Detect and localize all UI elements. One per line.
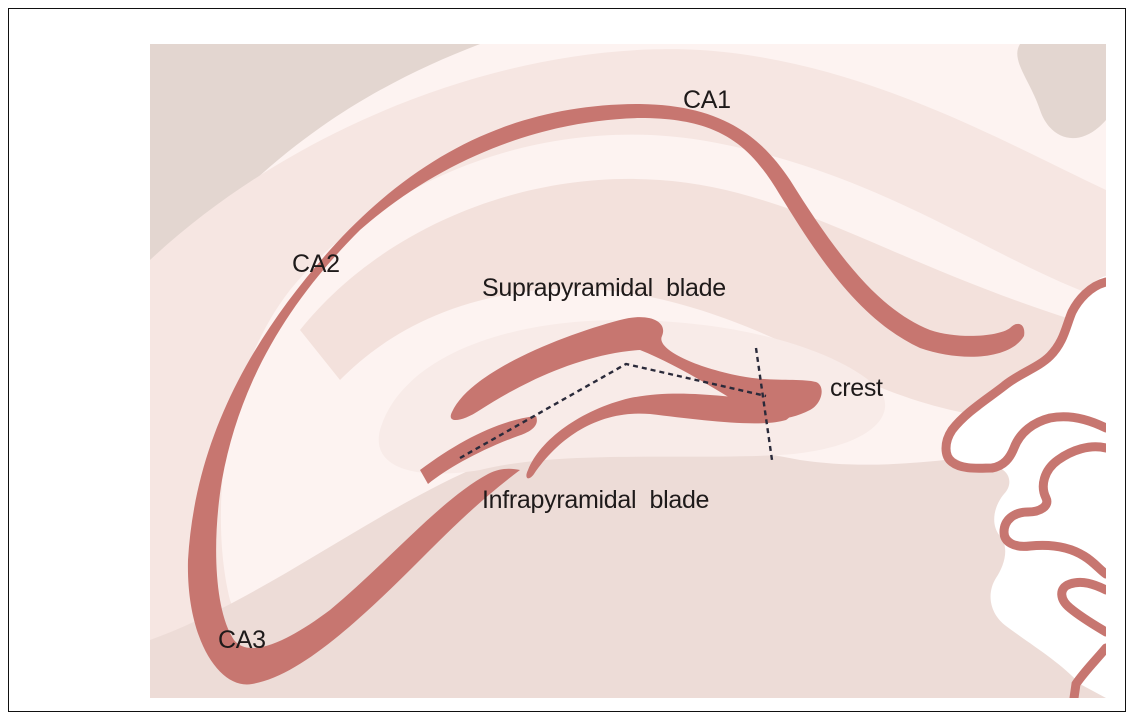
label-suprapyramidal-blade: Suprapyramidal blade <box>482 274 726 302</box>
label-ca1: CA1 <box>683 86 731 114</box>
label-infrapyramidal-blade: Infrapyramidal blade <box>482 486 709 514</box>
label-crest: crest <box>830 374 883 402</box>
diagram-panel <box>150 44 1106 698</box>
label-ca3: CA3 <box>218 626 266 654</box>
label-ca2: CA2 <box>292 250 340 278</box>
